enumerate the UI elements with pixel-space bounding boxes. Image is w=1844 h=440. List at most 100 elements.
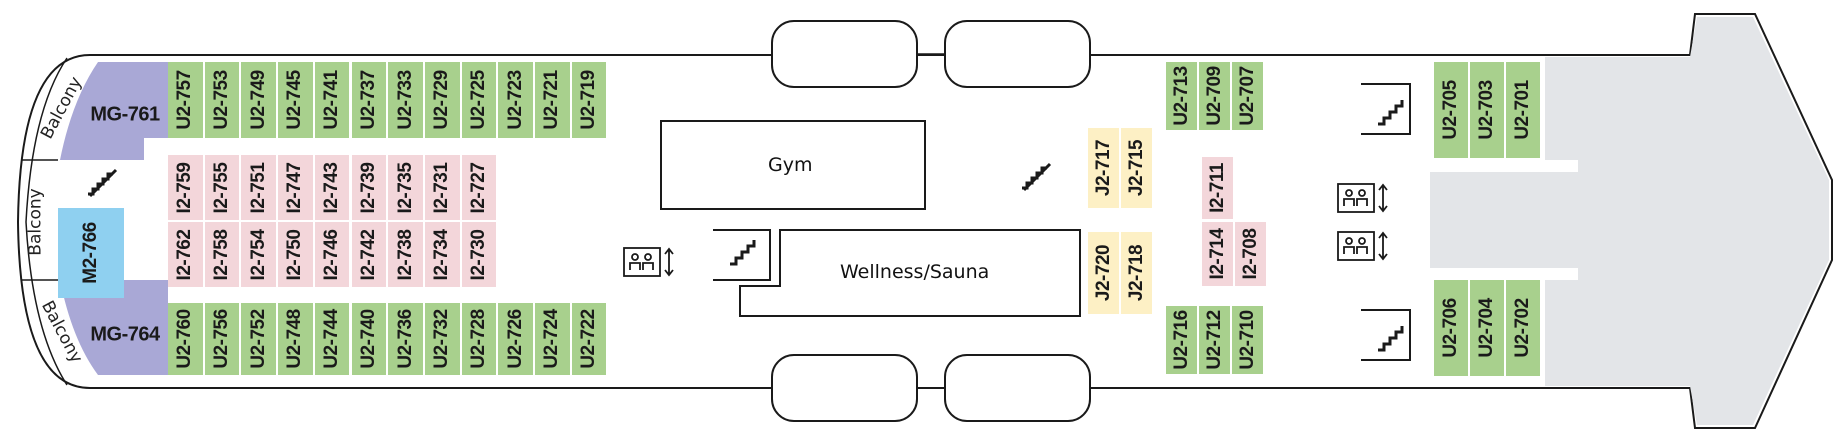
- cabin-label: U2-748: [284, 309, 306, 369]
- cabin[interactable]: U2-760: [168, 303, 205, 375]
- cabin[interactable]: I2-751: [241, 155, 279, 220]
- cabin[interactable]: U2-713: [1166, 62, 1199, 130]
- cabin-label: U2-716: [1170, 310, 1192, 370]
- cabin-label: I2-708: [1239, 228, 1261, 280]
- cabin[interactable]: U2-752: [241, 303, 279, 375]
- cabin[interactable]: I2-734: [424, 222, 462, 287]
- suite-bottom-shape: [60, 280, 168, 375]
- cabin[interactable]: U2-737: [351, 62, 389, 138]
- cabin[interactable]: J2-720: [1088, 232, 1121, 314]
- cabin[interactable]: U2-753: [204, 62, 242, 138]
- cabin[interactable]: I2-714: [1202, 222, 1235, 286]
- cabin[interactable]: U2-729: [424, 62, 462, 138]
- cabin-label: U2-726: [504, 309, 526, 369]
- cabin[interactable]: U2-722: [571, 303, 609, 375]
- suite-top-label: MG-761: [90, 103, 160, 126]
- cabin-label: I2-731: [431, 162, 453, 213]
- cabin[interactable]: I2-739: [351, 155, 389, 220]
- balcony-arc: [25, 57, 68, 386]
- cabin[interactable]: I2-708: [1235, 222, 1268, 286]
- cabin[interactable]: I2-746: [314, 222, 352, 287]
- cabin[interactable]: U2-721: [535, 62, 572, 138]
- lifeboat: [771, 354, 918, 422]
- cabin[interactable]: U2-756: [204, 303, 242, 375]
- cabin[interactable]: U2-702: [1506, 280, 1542, 376]
- cabin-label: I2-711: [1206, 163, 1228, 213]
- suite-mid-label: M2-766: [80, 222, 101, 284]
- suite-mid[interactable]: M2-766: [58, 208, 124, 298]
- cabin[interactable]: I2-743: [314, 155, 352, 220]
- cabin[interactable]: I2-758: [204, 222, 242, 287]
- cabin[interactable]: U2-709: [1199, 62, 1232, 130]
- cabin-label: U2-722: [578, 309, 600, 369]
- cabin-label: I2-730: [467, 229, 489, 280]
- cabin[interactable]: U2-728: [461, 303, 499, 375]
- cabin[interactable]: U2-710: [1232, 306, 1265, 374]
- cabin[interactable]: U2-733: [388, 62, 425, 138]
- cabin[interactable]: I2-738: [388, 222, 425, 287]
- cabin-label: U2-740: [357, 309, 379, 369]
- cabin[interactable]: I2-755: [204, 155, 242, 220]
- cabin[interactable]: U2-716: [1166, 306, 1199, 374]
- cabin[interactable]: I2-731: [424, 155, 462, 220]
- cabin[interactable]: U2-726: [498, 303, 535, 375]
- cabin[interactable]: U2-725: [461, 62, 499, 138]
- cabin[interactable]: U2-724: [535, 303, 572, 375]
- cabin[interactable]: J2-718: [1121, 232, 1154, 314]
- stairs-icon: [1022, 162, 1052, 192]
- cabin[interactable]: U2-736: [388, 303, 425, 375]
- cabin[interactable]: U2-701: [1506, 62, 1542, 158]
- cabin[interactable]: U2-705: [1434, 62, 1470, 158]
- cabin[interactable]: U2-712: [1199, 306, 1232, 374]
- cabin[interactable]: J2-715: [1121, 128, 1154, 208]
- cabin-label: I2-734: [431, 229, 453, 280]
- cabin[interactable]: U2-703: [1470, 62, 1506, 158]
- cabin-label: U2-753: [211, 70, 233, 130]
- cabin[interactable]: I2-735: [388, 155, 425, 220]
- cabin-label: U2-713: [1170, 66, 1192, 126]
- cabin[interactable]: U2-745: [278, 62, 315, 138]
- cabin-label: I2-746: [321, 229, 343, 280]
- cabin[interactable]: U2-706: [1434, 280, 1470, 376]
- cabin-label: U2-704: [1476, 298, 1497, 358]
- cabin[interactable]: J2-717: [1088, 128, 1121, 208]
- cabin-label: U2-733: [394, 70, 416, 130]
- suite-top-shape: [60, 62, 168, 160]
- cabin-label: I2-750: [284, 229, 306, 280]
- cabin[interactable]: U2-749: [241, 62, 279, 138]
- suite-bottom[interactable]: MG-764: [90, 300, 160, 370]
- cabin[interactable]: U2-719: [571, 62, 609, 138]
- cabin[interactable]: U2-748: [278, 303, 315, 375]
- cabin[interactable]: I2-747: [278, 155, 315, 220]
- cabin[interactable]: I2-742: [351, 222, 389, 287]
- cabin-label: U2-760: [174, 309, 196, 369]
- cabin[interactable]: U2-704: [1470, 280, 1506, 376]
- cabin[interactable]: U2-740: [351, 303, 389, 375]
- cabin[interactable]: U2-732: [424, 303, 462, 375]
- cabin[interactable]: I2-759: [168, 155, 205, 220]
- cabin[interactable]: I2-750: [278, 222, 315, 287]
- cabin[interactable]: I2-730: [461, 222, 499, 287]
- cabin[interactable]: U2-723: [498, 62, 535, 138]
- cabin-label: U2-724: [541, 309, 563, 369]
- cabin[interactable]: U2-757: [168, 62, 205, 138]
- cabin[interactable]: I2-727: [461, 155, 499, 220]
- balcony-label-mid: Balcony: [25, 188, 46, 256]
- cabin-label: J2-720: [1092, 244, 1114, 302]
- cabin[interactable]: U2-744: [314, 303, 352, 375]
- cabin-label: U2-707: [1236, 66, 1258, 126]
- cabin[interactable]: U2-741: [314, 62, 352, 138]
- stair-box: [713, 229, 771, 281]
- cabin-label: U2-701: [1512, 80, 1533, 140]
- cabin-label: U2-705: [1440, 80, 1461, 140]
- elevator-icon: [1337, 183, 1388, 213]
- cabin-label: I2-714: [1206, 228, 1228, 280]
- wellness-room: [739, 229, 1081, 317]
- cabin[interactable]: I2-711: [1202, 157, 1235, 219]
- cabin[interactable]: I2-754: [241, 222, 279, 287]
- cabin-label: U2-709: [1203, 66, 1225, 126]
- cabin-label: I2-758: [211, 229, 233, 280]
- suite-top[interactable]: MG-761: [90, 80, 160, 150]
- cabin[interactable]: I2-762: [168, 222, 205, 287]
- cabin[interactable]: U2-707: [1232, 62, 1265, 130]
